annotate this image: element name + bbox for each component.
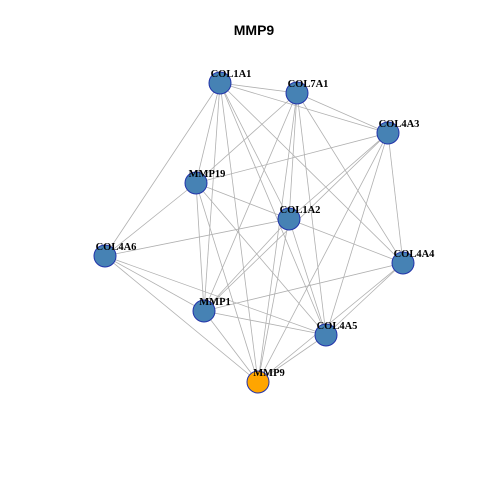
edge-col7a1-col1a2 xyxy=(288,92,298,220)
edge-mmp19-col4a5 xyxy=(195,182,327,336)
edge-col4a3-col4a5 xyxy=(325,132,389,336)
edge-col7a1-col4a4 xyxy=(296,92,404,264)
edge-col4a3-mmp9 xyxy=(257,132,389,383)
edge-col4a3-col1a2 xyxy=(288,132,389,220)
node-label-col7a1: COL7A1 xyxy=(288,79,329,90)
edge-col4a3-mmp19 xyxy=(195,132,389,184)
edge-col4a4-col4a5 xyxy=(325,262,404,336)
edge-col1a1-mmp9 xyxy=(219,82,259,383)
edge-col4a4-mmp1 xyxy=(203,262,404,312)
node-label-col4a6: COL4A6 xyxy=(96,242,137,253)
node-col4a4[interactable] xyxy=(391,251,415,275)
node-label-col1a1: COL1A1 xyxy=(211,69,252,80)
node-layer xyxy=(93,71,415,394)
edge-layer xyxy=(104,82,404,383)
node-label-mmp9: MMP9 xyxy=(253,368,285,379)
node-mmp1[interactable] xyxy=(192,299,216,323)
edge-col1a1-col7a1 xyxy=(219,82,298,94)
edge-col1a1-mmp1 xyxy=(203,82,221,312)
edge-col7a1-mmp19 xyxy=(195,92,298,184)
node-label-col4a3: COL4A3 xyxy=(379,119,420,130)
edge-col4a4-mmp9 xyxy=(257,262,404,383)
node-col1a2[interactable] xyxy=(277,207,301,231)
edge-col1a2-mmp9 xyxy=(257,218,290,383)
node-col1a1[interactable] xyxy=(208,71,232,95)
node-col4a3[interactable] xyxy=(376,121,400,145)
edge-col7a1-col4a3 xyxy=(296,92,389,134)
node-mmp19[interactable] xyxy=(184,171,208,195)
edge-col1a2-col4a6 xyxy=(104,218,290,257)
edge-mmp19-col4a6 xyxy=(104,182,197,257)
node-col7a1[interactable] xyxy=(285,81,309,105)
node-label-mmp19: MMP19 xyxy=(189,169,226,180)
label-layer: COL1A1COL7A1COL4A3MMP19COL1A2COL4A6COL4A… xyxy=(96,69,436,379)
edge-mmp1-mmp9 xyxy=(203,310,259,383)
edge-col1a1-col4a6 xyxy=(104,82,221,257)
edge-mmp19-col1a2 xyxy=(195,182,290,220)
edge-col4a6-mmp1 xyxy=(104,255,205,312)
edge-col4a6-col4a5 xyxy=(104,255,327,336)
node-label-col4a4: COL4A4 xyxy=(394,249,436,260)
edge-col1a1-col4a3 xyxy=(219,82,389,134)
edge-col7a1-mmp1 xyxy=(203,92,298,312)
graph-title: MMP9 xyxy=(234,22,275,38)
edge-col1a1-col4a5 xyxy=(219,82,327,336)
edge-col7a1-col4a5 xyxy=(296,92,327,336)
edge-col1a2-mmp1 xyxy=(203,218,290,312)
edge-col7a1-mmp9 xyxy=(257,92,298,383)
node-col4a6[interactable] xyxy=(93,244,117,268)
edge-col4a6-mmp9 xyxy=(104,255,259,383)
edge-col4a3-col4a4 xyxy=(387,132,404,264)
edge-col1a1-mmp19 xyxy=(195,82,221,184)
node-mmp9[interactable] xyxy=(246,370,270,394)
edge-col1a2-col4a4 xyxy=(288,218,404,264)
edge-col4a5-mmp9 xyxy=(257,334,327,383)
node-label-mmp1: MMP1 xyxy=(199,297,231,308)
edge-mmp19-mmp1 xyxy=(195,182,205,312)
node-label-col4a5: COL4A5 xyxy=(317,321,358,332)
node-label-col1a2: COL1A2 xyxy=(280,205,321,216)
edge-col1a2-col4a5 xyxy=(288,218,327,336)
edge-col1a1-col1a2 xyxy=(219,82,290,220)
node-col4a5[interactable] xyxy=(314,323,338,347)
edge-mmp1-col4a5 xyxy=(203,310,327,336)
edge-mmp19-mmp9 xyxy=(195,182,259,383)
edge-col1a1-col4a4 xyxy=(219,82,404,264)
